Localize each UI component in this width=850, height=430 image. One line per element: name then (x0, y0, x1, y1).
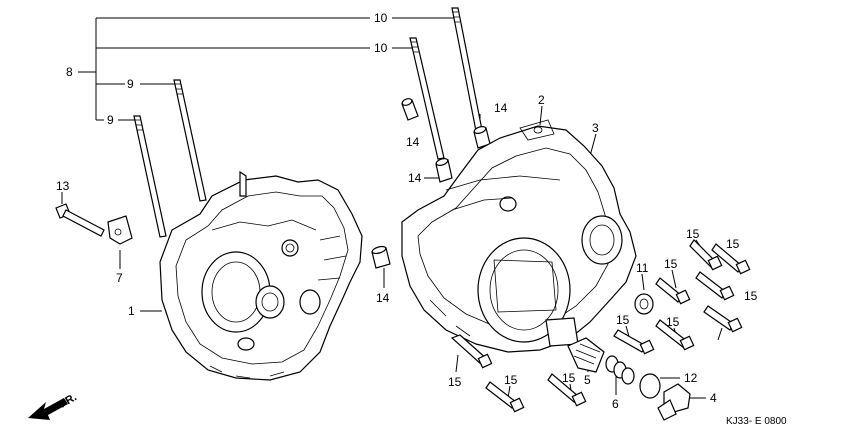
label-14-b: 14 (406, 135, 420, 149)
label-15-i: 15 (666, 315, 680, 329)
label-15-a: 15 (448, 375, 462, 389)
left-crankcase (159, 170, 363, 381)
label-1: 1 (128, 304, 135, 318)
label-4: 4 (710, 391, 717, 405)
dowel-pins (371, 98, 491, 269)
label-12: 12 (684, 371, 698, 385)
right-crankcase (401, 119, 637, 353)
label-9-lower: 9 (107, 113, 114, 127)
diagram-code: KJ33- E 0800 (726, 416, 787, 427)
stud-bolts (133, 7, 483, 238)
label-8: 8 (66, 65, 73, 79)
label-15-e: 15 (664, 257, 678, 271)
label-2: 2 (538, 93, 545, 107)
front-arrow: FR. (28, 391, 79, 420)
flange-bolts (450, 239, 751, 413)
label-13: 13 (56, 179, 70, 193)
label-6: 6 (612, 397, 619, 411)
label-3: 3 (592, 121, 599, 135)
label-7: 7 (116, 271, 123, 285)
drain-assembly (567, 293, 691, 421)
label-14-d: 14 (376, 291, 390, 305)
front-label: FR. (58, 391, 79, 410)
label-15-g: 15 (726, 237, 740, 251)
label-15-b: 15 (504, 373, 518, 387)
label-10-top: 10 (374, 11, 388, 25)
label-10-lower: 10 (374, 41, 388, 55)
label-14-c: 14 (408, 171, 422, 185)
bracket-and-bolt (55, 203, 133, 245)
label-14-a: 14 (494, 101, 508, 115)
label-5: 5 (584, 373, 591, 387)
label-11: 11 (636, 261, 649, 275)
label-15-d: 15 (616, 313, 630, 327)
label-15-f: 15 (686, 227, 700, 241)
label-9-upper: 9 (127, 77, 134, 91)
label-15-c: 15 (562, 371, 576, 385)
callout-labels: 10 10 8 9 9 14 14 14 14 2 3 13 7 1 11 5 … (56, 11, 758, 411)
label-15-h: 15 (744, 289, 758, 303)
